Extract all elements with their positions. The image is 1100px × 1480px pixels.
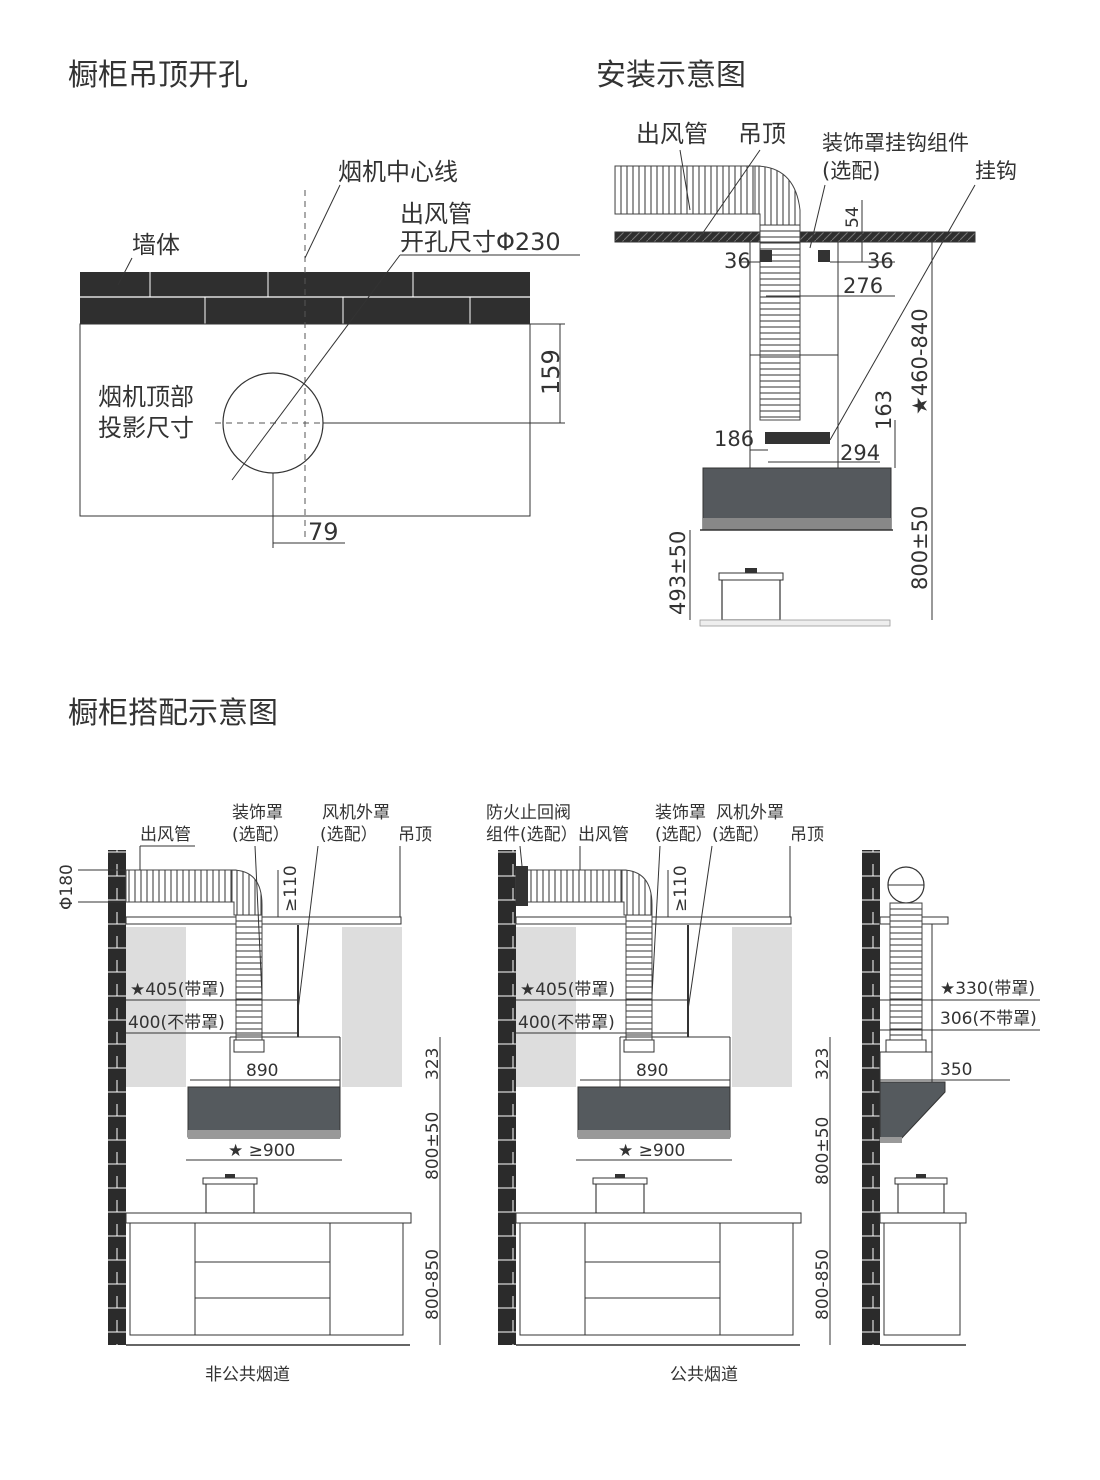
left-caption: 非公共烟道 (205, 1365, 290, 1385)
middle-caption: 公共烟道 (670, 1365, 738, 1385)
middle-dim-900: ★ ≥900 (618, 1141, 685, 1161)
dim-36-right: 36 (867, 249, 894, 273)
cabinet-title: 橱柜搭配示意图 (68, 696, 278, 731)
left-dim-323: 323 (423, 1048, 443, 1080)
middle-dim-405: ★405(带罩) (520, 980, 615, 1000)
left-dim-800-850: 800-850 (423, 1249, 443, 1320)
dim-800-50: 800±50 (908, 506, 932, 590)
projection-label-1: 烟机顶部 (98, 383, 194, 411)
middle-fan-cover-label-1: 风机外罩 (716, 803, 784, 823)
middle-fan-cover-label-2: (选配） (712, 825, 770, 845)
hole-title: 橱柜吊顶开孔 (68, 58, 248, 93)
install-duct-horizontal (614, 165, 761, 215)
left-fan-cover-label-2: (选配） (320, 825, 378, 845)
right-dim-350: 350 (940, 1060, 972, 1080)
install-duct-label: 出风管 (636, 120, 708, 148)
left-dim-890: 890 (246, 1061, 278, 1081)
dim-163: 163 (872, 390, 896, 430)
section-install: 安装示意图 出风管 吊顶 装饰罩挂钩组件 (选配) 挂钩 (596, 58, 1017, 627)
left-dim-900: ★ ≥900 (228, 1141, 295, 1161)
dim-186: 186 (714, 427, 754, 451)
duct-label-2: 开孔尺寸Φ230 (400, 228, 561, 256)
middle-valve-label-2: 组件(选配） (486, 825, 578, 845)
center-line-label: 烟机中心线 (338, 158, 458, 186)
install-pot (721, 577, 781, 621)
middle-dim-323: 323 (813, 1048, 833, 1080)
left-dim-405: ★405(带罩) (130, 980, 225, 1000)
cabinet-left: 出风管 装饰罩 (选配） 风机外罩 (选配） 吊顶 Φ180 ≥110 ★405… (57, 803, 443, 1385)
dim-493-50: 493±50 (666, 531, 690, 615)
middle-cover-label-1: 装饰罩 (655, 803, 706, 823)
left-duct-label: 出风管 (140, 825, 191, 845)
dim-36-left: 36 (724, 249, 751, 273)
left-cover-label-1: 装饰罩 (232, 803, 283, 823)
middle-ceiling-label: 吊顶 (790, 825, 824, 845)
middle-wall (498, 850, 516, 1345)
left-ge110: ≥110 (281, 865, 301, 912)
middle-dim-890: 890 (636, 1061, 668, 1081)
middle-ge110: ≥110 (671, 865, 691, 912)
hook-assembly-label-2: (选配) (822, 159, 880, 183)
dim-294: 294 (840, 441, 880, 465)
middle-valve-label-1: 防火止回阀 (486, 803, 571, 823)
middle-dim-400: 400(不带罩) (518, 1013, 615, 1033)
left-dim-400: 400(不带罩) (128, 1013, 225, 1033)
dim-159: 159 (537, 349, 565, 395)
right-wall (862, 850, 880, 1345)
left-fan-cover-label-1: 风机外罩 (322, 803, 390, 823)
install-title: 安装示意图 (596, 58, 746, 93)
dim-54: 54 (843, 206, 863, 228)
dim-276: 276 (843, 274, 883, 298)
wall-label: 墙体 (132, 231, 180, 259)
left-phi180: Φ180 (57, 864, 77, 910)
left-cover-label-2: (选配） (232, 825, 290, 845)
hook-assembly-label-1: 装饰罩挂钩组件 (822, 131, 969, 155)
left-dim-800-50: 800±50 (423, 1112, 443, 1180)
cabinet-right: ★330(带罩) 306(不带罩) 350 (862, 850, 1040, 1346)
dim-79: 79 (308, 518, 339, 546)
middle-dim-800-850: 800-850 (813, 1249, 833, 1320)
hook-label: 挂钩 (975, 159, 1017, 183)
duct-label-1: 出风管 (400, 200, 472, 228)
dim-460-840: ★460-840 (908, 308, 932, 415)
left-ceiling-label: 吊顶 (398, 825, 432, 845)
cabinet-middle: 防火止回阀 组件(选配） 出风管 装饰罩 (选配） 风机外罩 (选配） 吊顶 ≥… (486, 803, 833, 1385)
section-hole: 橱柜吊顶开孔 159 79 烟机中心线 墙体 出风管 开孔尺寸Φ230 (68, 58, 580, 548)
middle-cover-label-2: (选配） (655, 825, 713, 845)
middle-dim-800-50: 800±50 (813, 1117, 833, 1185)
projection-label-2: 投影尺寸 (98, 414, 194, 442)
middle-duct-label: 出风管 (578, 825, 629, 845)
right-dim-330: ★330(带罩) (940, 979, 1035, 999)
right-dim-306: 306(不带罩) (940, 1009, 1037, 1029)
install-ceiling-label: 吊顶 (738, 120, 786, 148)
left-wall (108, 850, 126, 1345)
